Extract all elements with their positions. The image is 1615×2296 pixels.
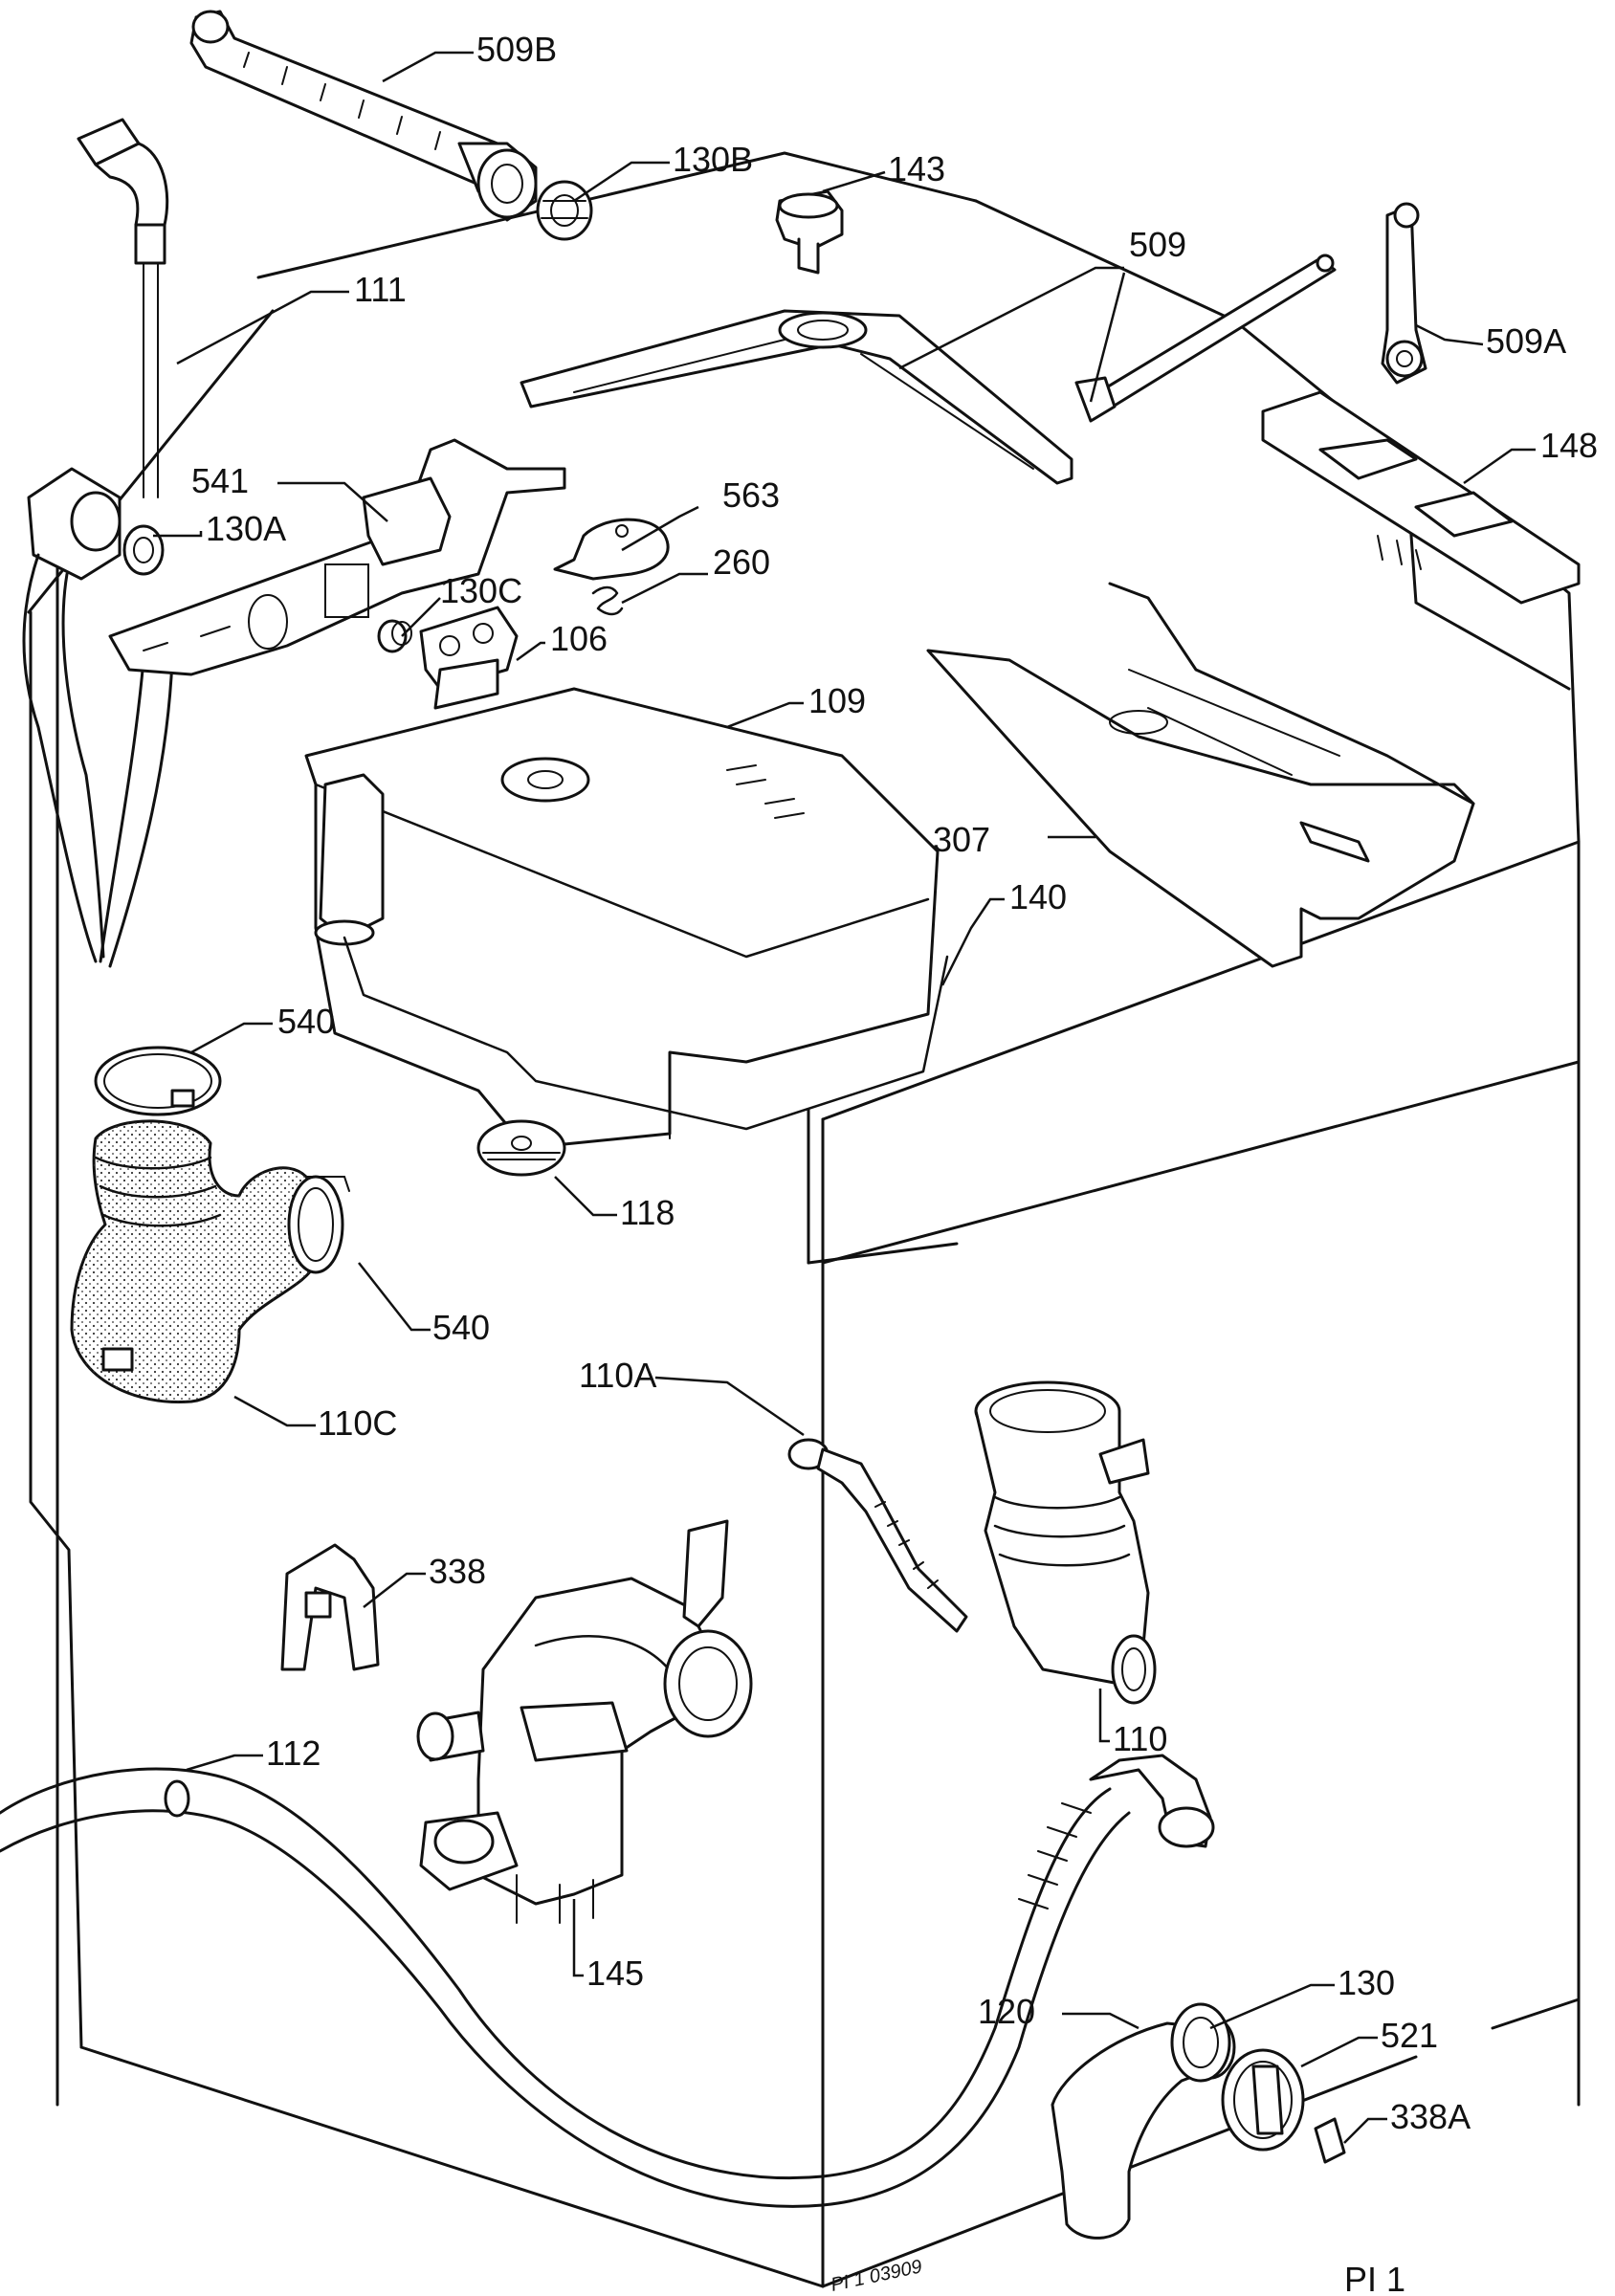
part-521-cover <box>1221 2048 1305 2152</box>
label-260: 260 <box>713 542 770 582</box>
label-118: 118 <box>620 1193 675 1232</box>
label-521: 521 <box>1381 2016 1438 2055</box>
part-hose-loop <box>22 467 174 968</box>
part-509b-inlet-pipe <box>189 10 538 222</box>
part-109-dispenser-lid <box>304 687 940 1150</box>
part-110a-hose <box>787 1438 968 1633</box>
label-540-top: 540 <box>277 1002 335 1041</box>
label-110c: 110C <box>318 1403 397 1443</box>
label-509a: 509A <box>1486 321 1566 361</box>
label-110a: 110A <box>579 1356 656 1395</box>
label-307: 307 <box>933 820 990 859</box>
label-143: 143 <box>888 149 945 188</box>
label-540-mid: 540 <box>432 1308 490 1347</box>
part-130b-nut <box>536 180 593 241</box>
label-541: 541 <box>191 461 249 500</box>
label-145: 145 <box>586 1954 644 1993</box>
page-reference: PI 1 <box>1344 2260 1405 2296</box>
part-541-valve-bracket <box>108 438 566 676</box>
leader-lines <box>153 51 1536 2144</box>
label-338: 338 <box>429 1552 486 1591</box>
label-111: 111 <box>354 270 407 309</box>
label-130a: 130A <box>206 509 286 548</box>
label-130b: 130B <box>673 140 753 179</box>
label-140: 140 <box>1009 877 1067 916</box>
drawing-code: PI 1 03909 <box>829 2256 923 2296</box>
label-130: 130 <box>1338 1963 1395 2002</box>
part-labels: 509B 130B 143 509 509A 111 148 541 130A … <box>191 30 1598 2136</box>
label-112: 112 <box>266 1733 321 1773</box>
label-106: 106 <box>550 619 608 658</box>
label-338a: 338A <box>1390 2097 1471 2136</box>
label-120: 120 <box>978 1992 1035 2031</box>
part-148-switch-housing <box>1261 390 1581 605</box>
part-509-lever-frame <box>520 309 1073 485</box>
part-307-drawer <box>926 582 1475 968</box>
part-143-knob <box>775 189 844 275</box>
part-112-drain-hose <box>0 1754 1215 2208</box>
label-148: 148 <box>1540 426 1598 465</box>
part-130c-bush <box>377 619 412 653</box>
part-106-switch <box>419 606 519 710</box>
part-110-sump-bellows <box>974 1380 1157 1705</box>
part-130-ring <box>1170 2002 1231 2083</box>
label-110: 110 <box>1113 1719 1167 1758</box>
part-540-clamp-ring <box>94 1046 222 1116</box>
part-509-rod <box>1074 254 1337 423</box>
part-563-cam <box>553 518 670 581</box>
label-563: 563 <box>722 475 780 515</box>
part-338a-clip <box>1314 2117 1346 2164</box>
part-145-pump <box>416 1519 753 1924</box>
part-260-spring <box>591 585 624 616</box>
part-338-clip <box>280 1543 380 1671</box>
part-118-wheel <box>476 1119 566 1177</box>
part-111-inlet-hose <box>77 118 169 498</box>
part-509a-small-lever <box>1381 202 1427 385</box>
part-110c-bellows <box>70 1119 350 1404</box>
part-130a-nut <box>122 524 165 576</box>
part-140-dispenser-box <box>343 936 949 1139</box>
label-509: 509 <box>1129 225 1186 264</box>
label-109: 109 <box>808 681 866 720</box>
label-130c: 130C <box>440 571 522 610</box>
label-509b: 509B <box>476 30 557 69</box>
